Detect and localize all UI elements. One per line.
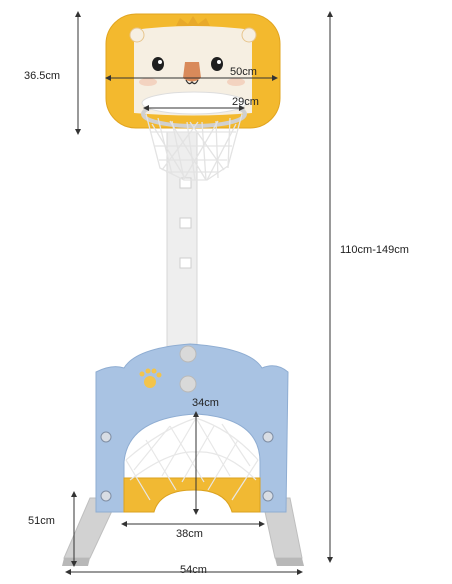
goal-width-label: 38cm	[176, 528, 203, 540]
screw-icon	[262, 431, 274, 443]
base-height-label: 51cm	[28, 515, 55, 527]
base-right-leg	[261, 497, 304, 566]
paw-print-icon	[139, 368, 162, 388]
pole-socket-icon	[179, 345, 197, 363]
dimension-lines	[65, 11, 333, 575]
goal-base	[95, 343, 289, 513]
screw-icon	[100, 490, 112, 502]
goal-height-label: 34cm	[192, 397, 219, 409]
screw-icon	[262, 490, 274, 502]
left-eye-icon	[152, 57, 164, 71]
right-eye-icon	[211, 57, 223, 71]
screw-icon	[100, 431, 112, 443]
backboard-width-label: 50cm	[230, 66, 257, 78]
nose-icon	[183, 62, 201, 82]
goal-base-floor	[123, 477, 261, 513]
base-width-label: 54cm	[180, 564, 207, 576]
hoop-net	[145, 113, 243, 181]
backboard-height-label: 36.5cm	[24, 70, 61, 82]
pole-socket-icon	[179, 375, 197, 393]
hoop-diameter-label: 29cm	[232, 96, 259, 108]
crown-icon	[176, 16, 210, 26]
total-height-label: 110cm-149cm	[340, 244, 409, 256]
